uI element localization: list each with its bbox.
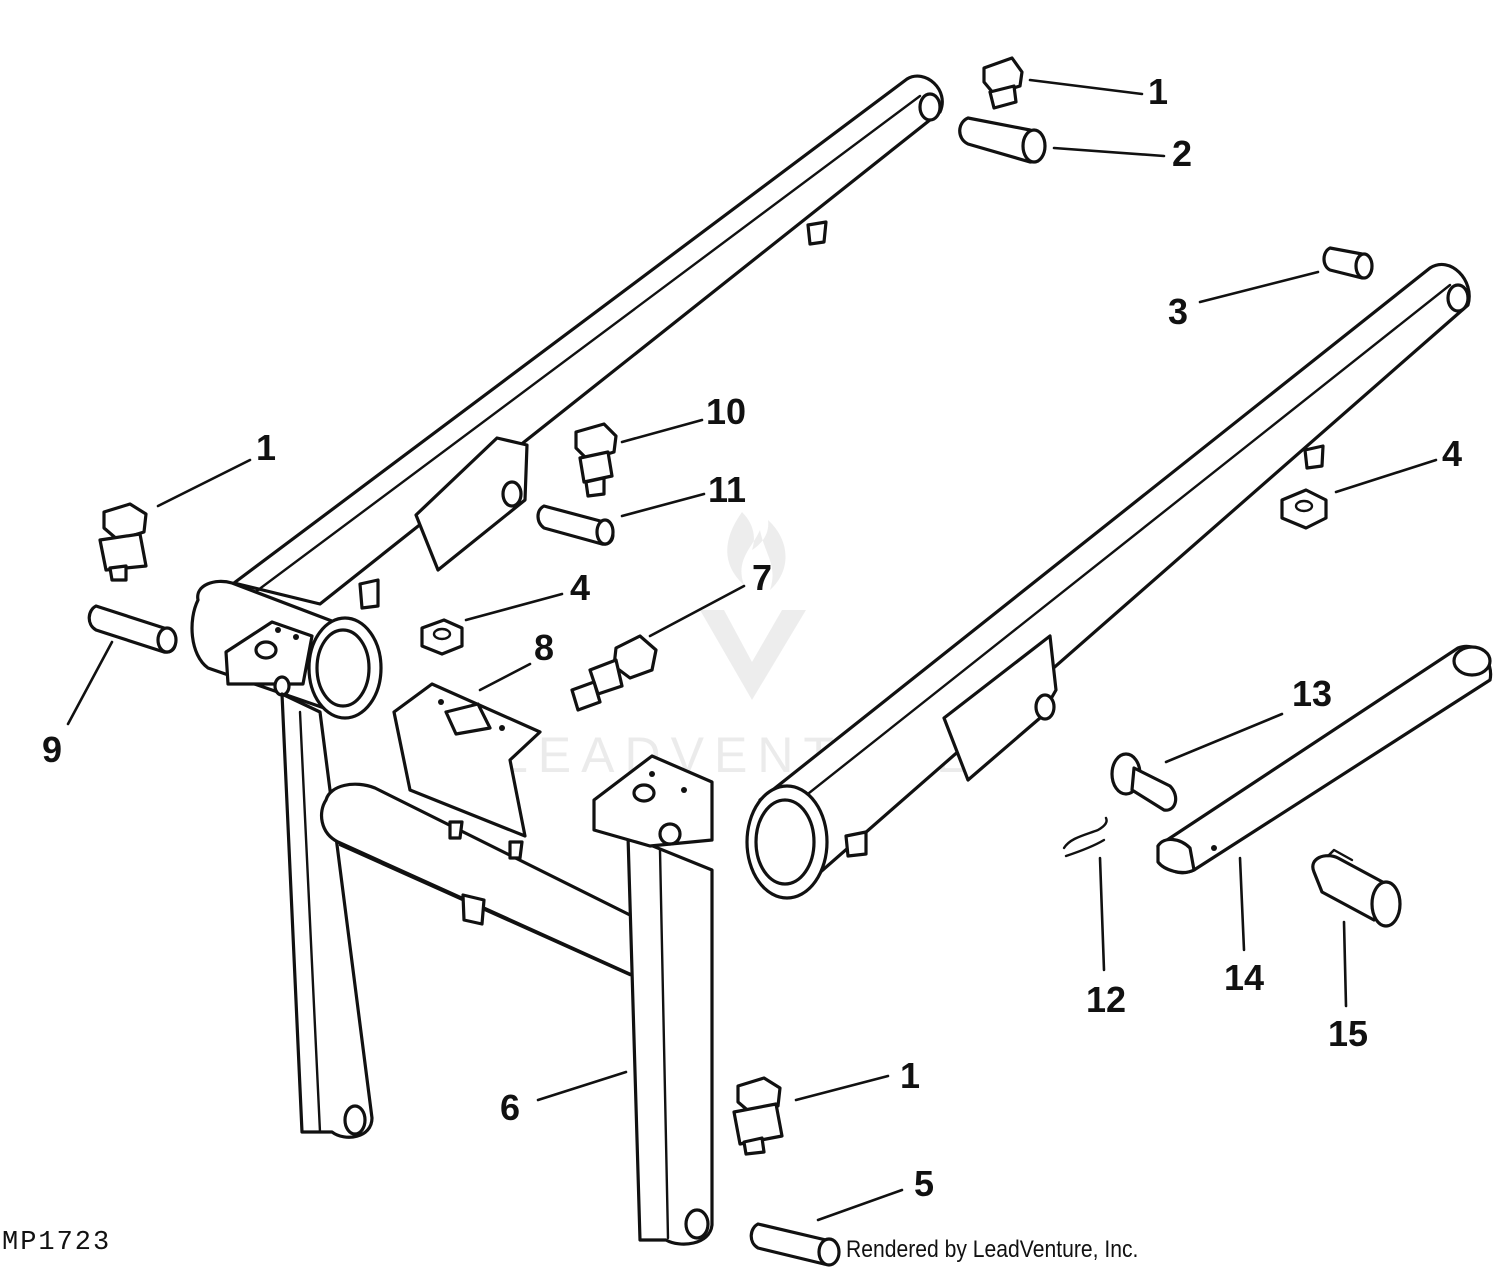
cotter-pin-12: [1062, 816, 1108, 858]
callout-1-left: 1: [256, 427, 276, 468]
pin-9: [87, 604, 178, 654]
callout-1-bottom: 1: [900, 1055, 920, 1096]
callout-1-top: 1: [1148, 71, 1168, 112]
callout-6: 6: [500, 1087, 520, 1128]
bolt-left: [98, 502, 148, 582]
callout-5: 5: [914, 1163, 934, 1204]
left-side-rail: [232, 74, 944, 610]
callout-13: 13: [1292, 673, 1332, 714]
callout-9: 9: [42, 729, 62, 770]
callout-14: 14: [1224, 957, 1264, 998]
front-pivot-housing: [592, 754, 829, 900]
bolt-top: [982, 56, 1024, 110]
callout-numbers: 1 2 3 10 1 11 4 7 4 8 9 13 12 14 15 1 6 …: [42, 71, 1462, 1204]
render-credit: Rendered by LeadVenture, Inc.: [846, 1236, 1139, 1263]
fitting-7: [570, 634, 658, 712]
callout-2: 2: [1172, 133, 1192, 174]
callout-11: 11: [708, 469, 746, 510]
bolt-10: [574, 422, 618, 498]
pin-15: [1311, 848, 1402, 928]
callout-10: 10: [706, 391, 746, 432]
callout-3: 3: [1168, 291, 1188, 332]
pin-11: [536, 504, 615, 546]
callout-4-mid: 4: [570, 567, 590, 608]
pin-2: [958, 116, 1047, 164]
shaft-14: [1156, 644, 1493, 875]
left-leg: [280, 692, 374, 1139]
right-leg: [626, 834, 714, 1246]
bracket-8: [392, 682, 542, 838]
nut-right: [1280, 488, 1328, 530]
figure-code: MP1723: [2, 1228, 112, 1258]
bolt-bottom: [732, 1076, 784, 1156]
callout-15: 15: [1328, 1013, 1368, 1054]
pin-13: [1110, 752, 1178, 812]
pin-5: [749, 1222, 841, 1267]
callout-4-right: 4: [1442, 433, 1462, 474]
nut-middle: [420, 618, 464, 656]
right-side-rail: [758, 262, 1471, 892]
callout-12: 12: [1086, 979, 1126, 1020]
callout-7: 7: [752, 557, 772, 598]
callout-8: 8: [534, 627, 554, 668]
leader-lines: [66, 78, 1438, 1222]
rear-pivot-housing: [190, 579, 383, 720]
bushing-3: [1322, 246, 1374, 280]
